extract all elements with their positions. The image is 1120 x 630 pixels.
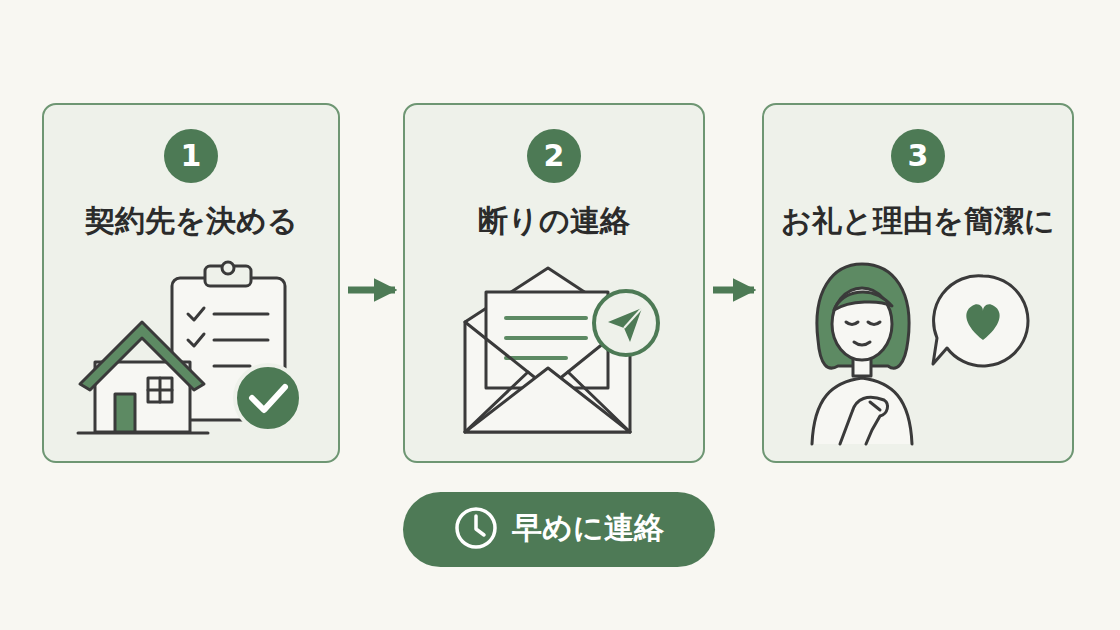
step-title: お礼と理由を簡潔に xyxy=(764,203,1072,239)
step-number: 1 xyxy=(164,129,218,183)
note-badge: 早めに連絡 xyxy=(403,492,715,567)
flow-arrow xyxy=(348,287,395,294)
step-title: 契約先を決める xyxy=(44,203,338,239)
envelope-icon xyxy=(465,268,630,432)
heart-bubble xyxy=(933,276,1028,366)
step-number: 3 xyxy=(891,129,945,183)
person-figure xyxy=(812,264,912,444)
step-number-text: 2 xyxy=(544,141,565,171)
box-grounds xyxy=(42,103,1074,463)
step-number: 2 xyxy=(527,129,581,183)
process-box: 断りの連絡 2 xyxy=(403,103,705,463)
process-box: お礼と理由を簡潔に 3 xyxy=(762,103,1074,463)
step-number-text: 1 xyxy=(181,141,202,171)
clock-icon xyxy=(454,506,498,550)
flow-arrow xyxy=(713,287,754,294)
step-title: 断りの連絡 xyxy=(405,203,703,239)
send-badge xyxy=(594,291,658,355)
note-text: 早めに連絡 xyxy=(512,510,664,546)
step-number-text: 3 xyxy=(908,141,929,171)
check-badge xyxy=(235,365,301,431)
process-box: 契約先を決める 1 xyxy=(42,103,340,463)
house-icon xyxy=(78,322,208,433)
